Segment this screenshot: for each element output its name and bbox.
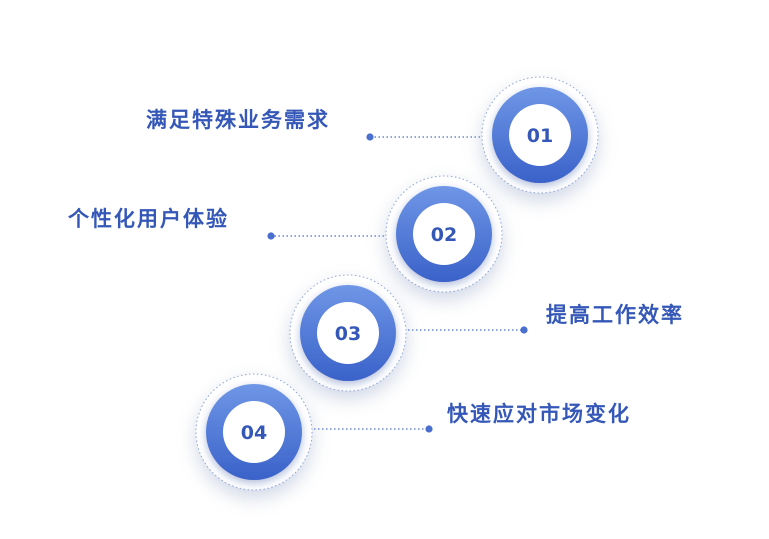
connector-dot-3	[520, 326, 528, 334]
step-number-3: 03	[335, 323, 361, 345]
step-label-1: 满足特殊业务需求	[146, 108, 330, 132]
step-label-3: 提高工作效率	[546, 303, 684, 327]
step-label-2: 个性化用户体验	[68, 207, 229, 231]
step-disc-2	[413, 203, 475, 265]
step-number-2: 02	[431, 224, 457, 246]
step-label-4: 快速应对市场变化	[447, 402, 631, 426]
step-number-1: 01	[527, 125, 553, 147]
step-disc-1	[509, 104, 571, 166]
connector-dot-4	[425, 425, 433, 433]
connector-dot-2	[267, 232, 275, 240]
step-disc-3	[317, 302, 379, 364]
connector-dot-1	[366, 133, 374, 141]
step-number-4: 04	[241, 422, 267, 444]
step-disc-4	[223, 401, 285, 463]
